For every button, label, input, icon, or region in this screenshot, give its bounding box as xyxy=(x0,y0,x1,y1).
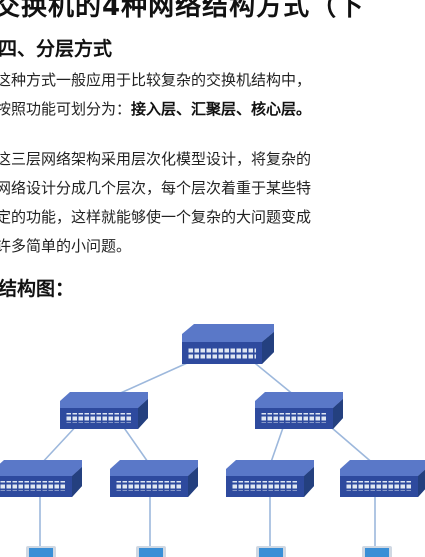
network-structure-diagram xyxy=(0,324,425,557)
intro-paragraph: 这种方式一般应用于比较复杂的交换机结构中， 按照功能可划分为：接入层、汇聚层、核… xyxy=(0,66,425,124)
intro-line-2: 按照功能可划分为：接入层、汇聚层、核心层。 xyxy=(0,95,425,124)
aggregation-switch-left xyxy=(60,392,148,429)
pc-terminal-2 xyxy=(136,546,166,557)
link-agg-left-acc-1 xyxy=(39,421,81,466)
link-agg-right-acc-4 xyxy=(324,421,376,466)
body-line-2: 网络设计分成几个层次，每个层次着重于某些特 xyxy=(0,179,312,197)
intro-line-1: 这种方式一般应用于比较复杂的交换机结构中， xyxy=(0,71,312,89)
page-title: 交换机的4种网络结构方式（下 xyxy=(0,0,365,22)
intro-line-2-prefix: 按照功能可划分为： xyxy=(0,100,132,118)
pc-terminal-4 xyxy=(362,546,392,557)
body-line-3: 定的功能，这样就能够使一个复杂的大问题变成 xyxy=(0,208,312,226)
access-switch-3 xyxy=(226,460,314,497)
aggregation-switch-right xyxy=(255,392,343,429)
access-switch-1 xyxy=(0,460,82,497)
network-links xyxy=(39,354,376,547)
section-heading: 四、分层方式 xyxy=(0,38,113,60)
link-agg-left-acc-2 xyxy=(119,421,151,466)
body-paragraph: 这三层网络架构采用层次化模型设计，将复杂的 网络设计分成几个层次，每个层次着重于… xyxy=(0,145,425,261)
diagram-heading: 结构图： xyxy=(0,278,75,300)
pc-terminal-3 xyxy=(256,546,286,557)
body-line-1: 这三层网络架构采用层次化模型设计，将复杂的 xyxy=(0,150,312,168)
access-switch-2 xyxy=(110,460,198,497)
body-line-4: 许多简单的小问题。 xyxy=(0,237,132,255)
pc-terminal-1 xyxy=(26,546,56,557)
access-switch-4 xyxy=(340,460,425,497)
core-switch xyxy=(182,324,274,364)
link-agg-right-acc-3 xyxy=(269,421,286,466)
intro-layers-bold: 接入层、汇聚层、核心层。 xyxy=(131,100,312,118)
